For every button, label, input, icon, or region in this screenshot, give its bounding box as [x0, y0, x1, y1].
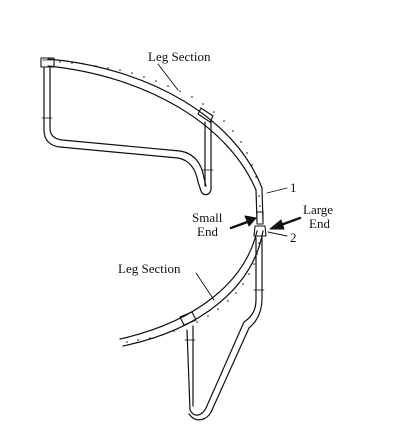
leader-lines	[157, 63, 288, 301]
lower-frame-tube	[119, 225, 267, 347]
large-end-label-line1: Large	[303, 202, 334, 217]
upper-end-cap	[40, 57, 55, 68]
leg-section-label-bottom: Leg Section	[118, 261, 181, 276]
lower-leg	[184, 237, 265, 421]
upper-frame-tube	[47, 58, 264, 225]
small-end-label-line1: Small	[192, 210, 223, 225]
upper-leg-u	[41, 66, 214, 196]
small-end-label-line2: End	[197, 224, 218, 239]
lower-tube-holes	[126, 242, 260, 343]
upper-tube-holes	[59, 61, 261, 207]
leg-section-label-top: Leg Section	[148, 49, 211, 64]
callout-number-1: 1	[290, 180, 297, 195]
upper-t-socket	[197, 107, 214, 123]
large-end-arrow	[269, 216, 302, 230]
callout-number-2: 2	[290, 230, 297, 245]
small-end-arrow	[229, 215, 257, 230]
lower-t-socket	[179, 311, 197, 326]
large-end-label-line2: End	[309, 216, 330, 231]
